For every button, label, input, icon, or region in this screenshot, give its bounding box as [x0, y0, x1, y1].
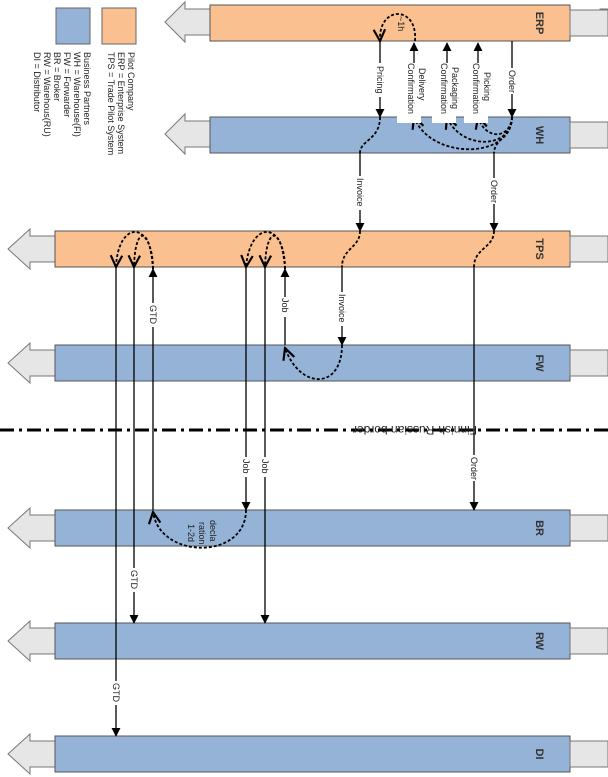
label-pricing: Pricing [375, 66, 385, 94]
label-invoice-wh-tps: Invoice [355, 178, 365, 207]
lane-tps-tail [569, 235, 608, 263]
label-packaging-line-1: Packaging [450, 67, 460, 109]
label-gtd-br-tps: GTD [148, 305, 158, 324]
label-bg-invoice-1 [354, 176, 366, 210]
label-bg-order-1 [506, 68, 518, 94]
legend-pilot-swatch [101, 7, 137, 45]
label-declaration-line-2: ration [197, 522, 207, 545]
lane-br-arrowhead [7, 506, 56, 550]
flow-labels: Pricing Delivery Confirmation Packaging … [110, 16, 518, 705]
lane-rw-label: RW [533, 632, 545, 651]
legend-pilot-line-1: ERP = Enterprise System [116, 52, 126, 154]
flow-tps-invoice-continuation [341, 230, 361, 268]
lane-br-tail [569, 514, 608, 542]
label-gtd-tps-rw: GTD [129, 570, 139, 589]
lane-fw-bar [54, 344, 571, 382]
lane-br-label: BR [533, 520, 545, 536]
lane-wh-bar [209, 116, 571, 154]
label-bg-pricing [374, 63, 386, 97]
lane-fw-arrowhead [7, 341, 56, 385]
label-bg-gtd-rw [128, 568, 140, 592]
lane-tps: TPS [7, 227, 608, 271]
lane-br-bar [54, 509, 571, 547]
label-one-hour: ~1h [396, 16, 406, 31]
lane-rw: RW [7, 619, 608, 663]
label-delivery-line-1: Delivery [417, 68, 427, 101]
legend: Pilot Company ERP = Enterprise System TP… [32, 7, 137, 155]
flow-fw-loop [285, 344, 343, 381]
label-order-erp-wh: Order [507, 70, 517, 93]
flow-wh-loop-packaging [447, 117, 513, 143]
label-job-tps-rw: Job [260, 459, 270, 474]
label-picking-line-1: Picking [482, 72, 492, 101]
label-declaration-line-1: decla [208, 520, 218, 542]
label-declaration-line-3: 1-2d [186, 524, 196, 542]
lane-wh-tail [569, 121, 608, 149]
legend-partner-line-2: FW = Forwarder [62, 52, 72, 117]
lane-rw-arrowhead [7, 619, 56, 663]
lane-fw-tail [569, 349, 608, 377]
label-delivery-line-2: Confirmation [406, 63, 416, 114]
label-bg-picking [464, 63, 488, 123]
lane-erp: ERP [164, 0, 608, 44]
label-bg-packaging [432, 63, 456, 123]
lane-erp-tail [569, 9, 608, 37]
legend-partner-line-5: DI = Distributor [32, 52, 42, 112]
lane-di-tail [569, 740, 608, 768]
label-order-wh-tps: Order [489, 180, 499, 203]
lane-erp-arrowhead [164, 0, 211, 44]
legend-partner-swatch [55, 7, 91, 45]
lane-erp-bar [209, 4, 571, 42]
label-packaging-line-2: Confirmation [439, 63, 449, 114]
label-gtd-tps-di: GTD [111, 683, 121, 702]
label-job-fw-tps: Job [280, 298, 290, 313]
lane-tps-arrowhead [7, 227, 56, 271]
label-bg-invoice-2 [336, 292, 348, 326]
lane-di-bar [54, 735, 571, 773]
label-order-tps-br: Order [469, 457, 479, 480]
label-picking-line-2: Confirmation [471, 63, 481, 114]
label-invoice-tps-fw: Invoice [337, 294, 347, 323]
lane-erp-label: ERP [533, 12, 545, 35]
lane-di-label: DI [533, 749, 545, 760]
flow-br-declaration-loop [153, 510, 247, 549]
lane-wh-label: WH [533, 126, 545, 144]
lane-fw-label: FW [533, 354, 545, 372]
flow-tps-job-loop-1 [246, 231, 286, 269]
legend-partner-line-1: WH = Warehouse(FI) [72, 52, 82, 137]
flow-wh-loop-delivery [414, 117, 513, 151]
flow-tps-job-loop-2 [265, 235, 286, 270]
legend-partners-title: Business Partners [82, 52, 92, 126]
flow-erp-self-loop [380, 13, 416, 41]
flow-wh-order-continuation [493, 116, 513, 154]
label-bg-delivery [397, 63, 421, 123]
lane-tps-label: TPS [533, 238, 545, 259]
legend-partner-line-3: BR = Broker [52, 52, 62, 101]
legend-pilot-title: Pilot Company [126, 52, 136, 111]
lane-wh: WH [164, 112, 608, 156]
label-bg-order-3 [468, 455, 480, 481]
legend-partner-line-4: RW = Warehous(RU) [42, 52, 52, 137]
lane-di: DI [7, 732, 608, 776]
lane-br: BR [7, 506, 608, 550]
lane-fw: FW [7, 341, 608, 385]
label-bg-job-rw [259, 457, 271, 477]
lane-rw-bar [54, 622, 571, 660]
border-label: Finnish-Russian border [353, 423, 477, 437]
lane-wh-arrowhead [164, 112, 211, 156]
flow-tps-order-continuation [473, 230, 495, 268]
flow-tps-gtd-loop-2 [134, 235, 154, 270]
lane-rw-tail [569, 627, 608, 655]
label-bg-job-br [240, 457, 252, 477]
label-job-tps-br: Job [241, 459, 251, 474]
label-bg-gtd-di [110, 681, 122, 705]
label-bg-gtd-br [147, 303, 159, 327]
legend-pilot-line-2: TPS = Trade Pilot System [106, 52, 116, 155]
lane-di-arrowhead [7, 732, 56, 776]
label-bg-order-2 [488, 178, 500, 204]
label-bg-job-fw [279, 297, 291, 317]
